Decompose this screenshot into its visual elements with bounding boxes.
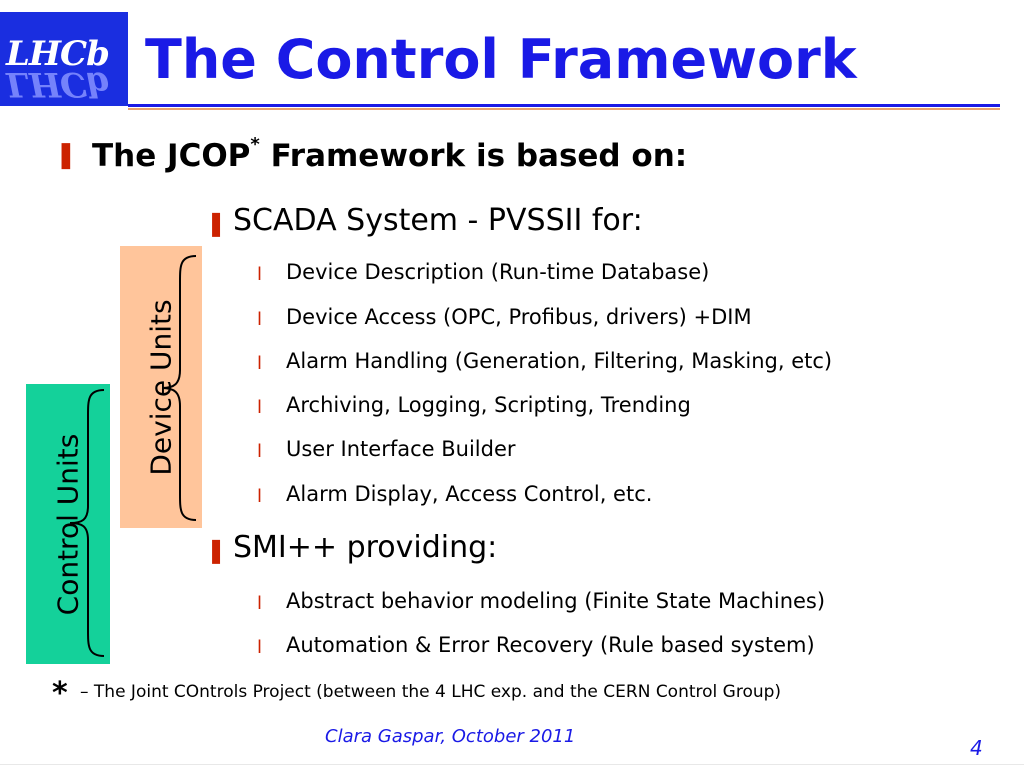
main-bullet-icon: ❚ [55,140,77,170]
footer-author: Clara Gaspar, October 2011 [325,726,576,747]
list-item: Device Description (Run-time Database) [286,260,710,284]
list-item: Automation & Error Recovery (Rule based … [286,633,815,657]
footer-divider [0,764,1024,765]
control-units-brace-icon [69,389,105,657]
control-units-box [26,384,110,664]
list-item: Device Access (OPC, Profibus, drivers) +… [286,305,752,329]
device-units-brace-icon [161,255,197,521]
logo-text: LHCb [6,34,110,74]
lhcb-logo: LHCb LHCb [0,12,128,106]
item-bullet-icon: l [257,353,263,374]
sub-bullet-icon: ❚ [206,209,227,237]
main-bullet: The JCOP* Framework is based on: [92,134,688,174]
main-bullet-text: The JCOP [92,138,251,174]
footnote-star: * [52,676,68,711]
title-divider-accent [128,108,1000,110]
footnote-text: – The Joint COntrols Project (between th… [80,682,782,702]
sub-bullet-icon: ❚ [206,536,227,564]
main-bullet-tail: Framework is based on: [259,138,688,174]
title-divider [128,104,1000,107]
item-bullet-icon: l [257,486,263,507]
logo-mirror-text: LHCb [6,64,109,104]
item-bullet-icon: l [257,593,263,614]
list-item: Alarm Display, Access Control, etc. [286,482,653,506]
page-number: 4 [970,736,983,760]
list-item: Archiving, Logging, Scripting, Trending [286,393,691,417]
device-units-box [120,246,202,528]
item-bullet-icon: l [257,309,263,330]
section-smi-label: SMI++ providing: [233,530,498,565]
footnote-marker: * [250,134,260,155]
item-bullet-icon: l [257,441,263,462]
item-bullet-icon: l [257,637,263,658]
list-item: Abstract behavior modeling (Finite State… [286,589,826,613]
list-item: Alarm Handling (Generation, Filtering, M… [286,349,833,373]
slide-title: The Control Framework [145,28,857,91]
item-bullet-icon: l [257,397,263,418]
item-bullet-icon: l [257,264,263,285]
list-item: User Interface Builder [286,437,516,461]
section-scada-label: SCADA System - PVSSII for: [233,203,643,238]
